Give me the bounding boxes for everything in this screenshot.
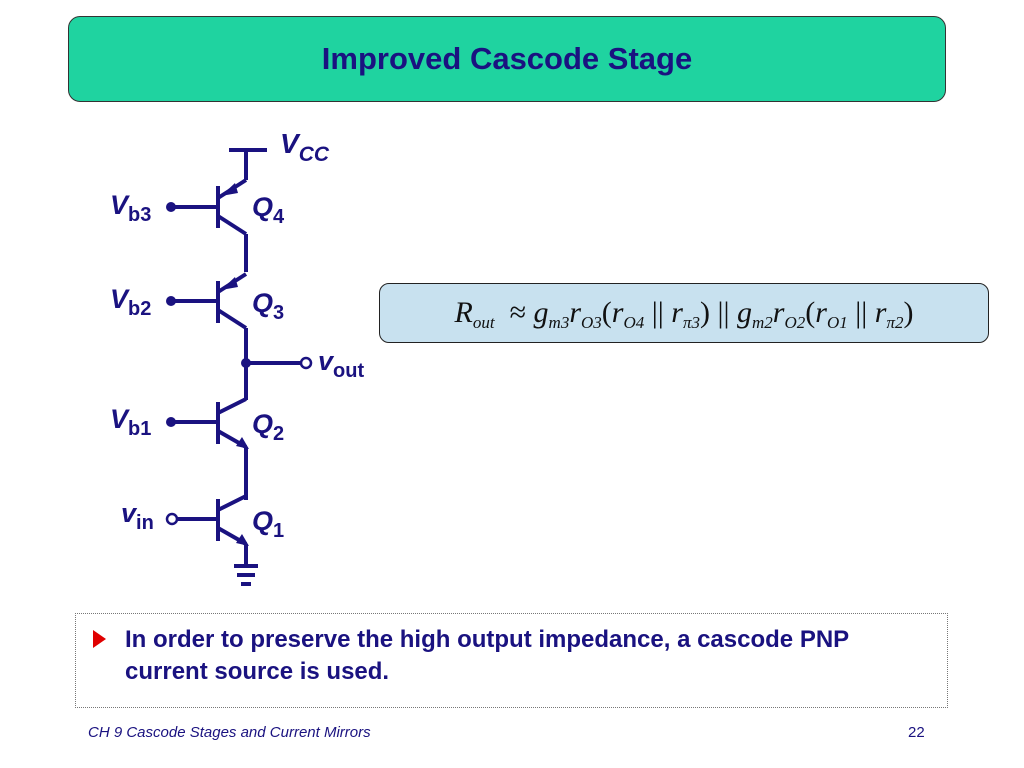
q3-emitter-arrow: [221, 277, 238, 290]
bullet-arrow-icon: [93, 630, 106, 648]
vin-label: vin: [121, 498, 154, 534]
footer-page-number: 22: [908, 724, 925, 741]
transistor-q2: [166, 397, 249, 449]
vout-terminal: [299, 356, 313, 370]
slide-title: Improved Cascode Stage: [321, 41, 693, 76]
transistor-q4: [166, 178, 248, 236]
vin-terminal: [165, 512, 179, 526]
ground-symbol: [234, 564, 258, 586]
vout-label: vout: [318, 346, 364, 382]
rout-formula: Rout ≈ gm3rO3(rO4 || rπ3) || gm2rO2(rO1 …: [454, 296, 914, 332]
vb2-label: Vb2: [110, 284, 151, 320]
q2-emitter-arrow: [236, 437, 249, 449]
q1-label: Q1: [252, 506, 284, 542]
q3-label: Q3: [252, 288, 284, 324]
vb1-terminal: [166, 417, 176, 427]
vb1-label: Vb1: [110, 404, 151, 440]
footer-chapter: CH 9 Cascode Stages and Current Mirrors: [88, 724, 371, 741]
vb3-terminal: [166, 202, 176, 212]
q4-label: Q4: [252, 192, 285, 228]
vcc-label: VCC: [280, 128, 330, 166]
q1-emitter-arrow: [236, 534, 249, 546]
vb2-terminal: [166, 296, 176, 306]
q2-label: Q2: [252, 409, 284, 445]
vb3-label: Vb3: [110, 190, 151, 226]
bullet-box: In order to preserve the high output imp…: [75, 613, 948, 708]
rout-formula-box: Rout ≈ gm3rO3(rO4 || rπ3) || gm2rO2(rO1 …: [379, 283, 989, 343]
transistor-q3: [166, 272, 248, 330]
title-banner: Improved Cascode Stage: [68, 16, 946, 102]
q4-emitter-arrow: [221, 183, 238, 196]
transistor-q1: [165, 494, 249, 546]
bullet-text: In order to preserve the high output imp…: [125, 626, 849, 685]
